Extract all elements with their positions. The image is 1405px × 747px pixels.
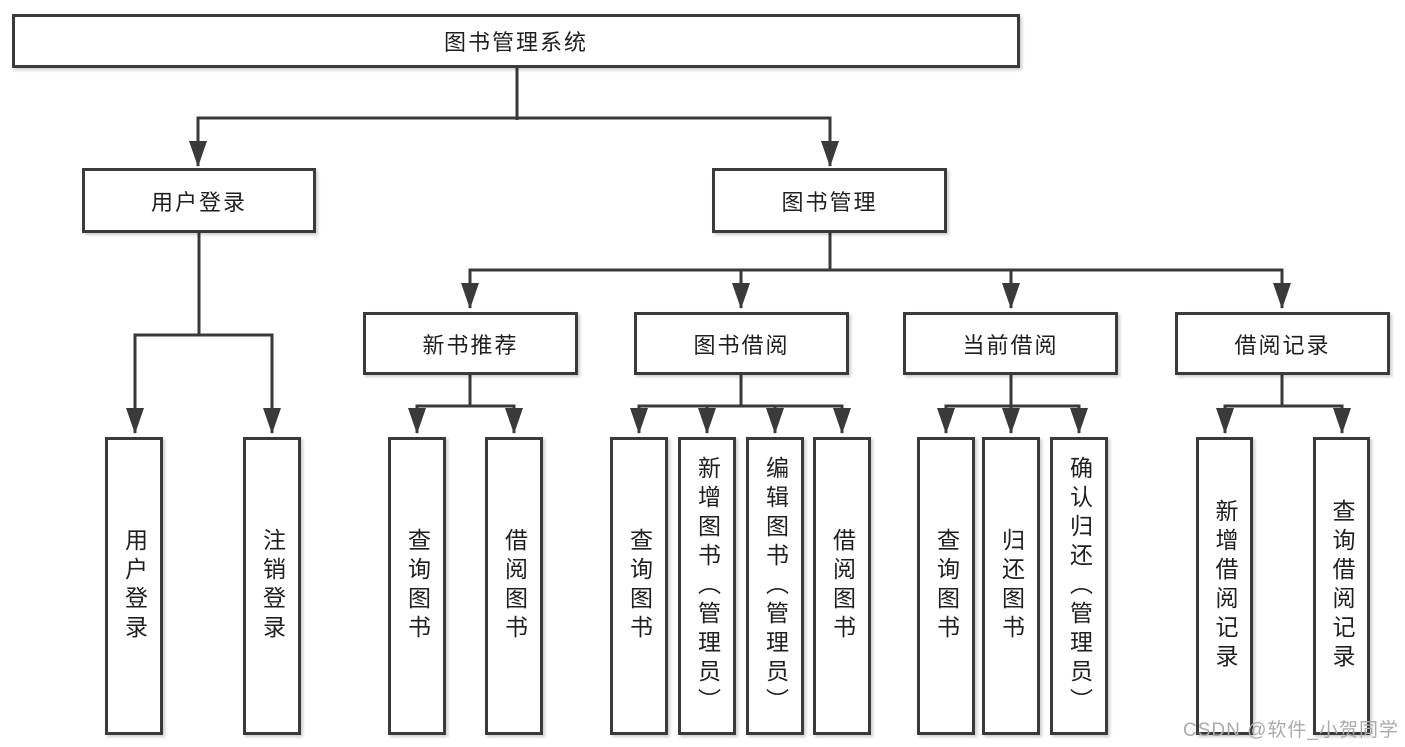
leaf-confirm-return-admin: 确认归还（管理员） xyxy=(1050,437,1108,735)
leaf-return-books: 归还图书 xyxy=(982,437,1040,735)
node-borrow-records-label: 借阅记录 xyxy=(1234,332,1331,358)
leaf-edit-books-admin-label: 编辑图书（管理员） xyxy=(762,455,789,717)
node-current-borrow-label: 当前借阅 xyxy=(962,332,1059,358)
leaf-borrow-books-recommend-label: 借阅图书 xyxy=(501,528,528,644)
leaf-edit-books-admin: 编辑图书（管理员） xyxy=(746,437,804,735)
node-book-management-label: 图书管理 xyxy=(781,189,878,215)
csdn-watermark: CSDN @软件_小贺同学 xyxy=(1183,720,1399,741)
leaf-query-books-borrow: 查询图书 xyxy=(610,437,668,735)
leaf-confirm-return-admin-label: 确认归还（管理员） xyxy=(1066,455,1093,717)
node-book-borrow-label: 图书借阅 xyxy=(693,332,790,358)
leaf-query-books-current-label: 查询图书 xyxy=(933,528,960,644)
leaf-query-books-recommend-label: 查询图书 xyxy=(404,528,431,644)
node-root-label: 图书管理系统 xyxy=(443,30,588,55)
leaf-query-books-current: 查询图书 xyxy=(917,437,975,735)
node-user-login: 用户登录 xyxy=(82,168,316,233)
node-borrow-records: 借阅记录 xyxy=(1175,312,1390,375)
leaf-logout-label: 注销登录 xyxy=(259,528,286,644)
leaf-user-login: 用户登录 xyxy=(105,437,163,735)
node-book-management: 图书管理 xyxy=(712,168,947,233)
leaf-borrow-books-label: 借阅图书 xyxy=(829,528,856,644)
node-root: 图书管理系统 xyxy=(12,14,1020,68)
leaf-add-borrow-record-label: 新增借阅记录 xyxy=(1212,499,1238,673)
leaf-borrow-books: 借阅图书 xyxy=(813,437,871,735)
leaf-logout: 注销登录 xyxy=(243,437,301,735)
leaf-borrow-books-recommend: 借阅图书 xyxy=(485,437,543,735)
node-new-book-recommend: 新书推荐 xyxy=(363,312,578,375)
leaf-user-login-label: 用户登录 xyxy=(121,528,148,644)
leaf-add-books-admin-label: 新增图书（管理员） xyxy=(694,455,721,717)
leaf-query-books-borrow-label: 查询图书 xyxy=(626,528,653,644)
node-new-book-recommend-label: 新书推荐 xyxy=(422,332,519,358)
leaf-add-books-admin: 新增图书（管理员） xyxy=(678,437,736,735)
leaf-return-books-label: 归还图书 xyxy=(998,528,1025,644)
leaf-query-books-recommend: 查询图书 xyxy=(388,437,446,735)
leaf-add-borrow-record: 新增借阅记录 xyxy=(1196,437,1253,735)
leaf-query-borrow-record: 查询借阅记录 xyxy=(1313,437,1370,735)
node-user-login-label: 用户登录 xyxy=(150,189,247,215)
node-book-borrow: 图书借阅 xyxy=(634,312,849,375)
leaf-query-borrow-record-label: 查询借阅记录 xyxy=(1329,499,1355,673)
node-current-borrow: 当前借阅 xyxy=(903,312,1118,375)
